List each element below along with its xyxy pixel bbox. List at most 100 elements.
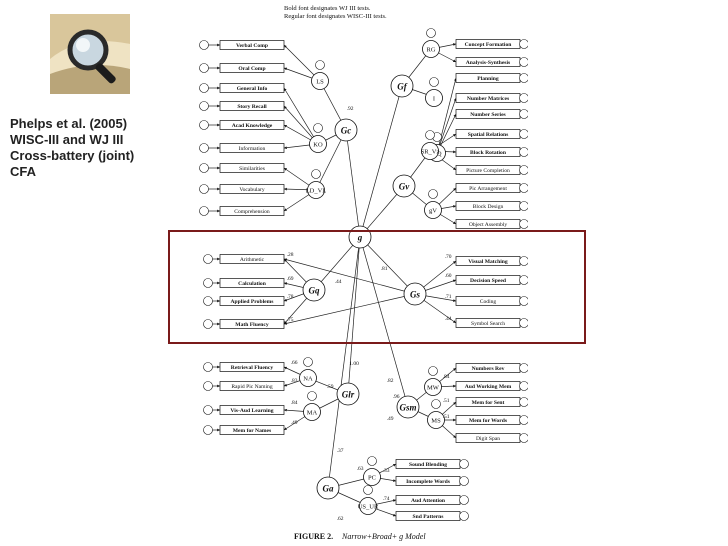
factor-node [311, 72, 329, 90]
factor-node [427, 411, 445, 429]
test-box [219, 296, 285, 306]
diagram-label: KO [313, 142, 323, 149]
diagram-label: Rapid Pic Naming [231, 384, 273, 390]
diagram-label: Visual Matching [468, 259, 508, 265]
diagram-label: .75 [287, 317, 294, 323]
factor-node [307, 181, 325, 199]
diagram-label: Gv [399, 182, 410, 192]
error-node [519, 219, 528, 229]
test-box [219, 120, 285, 130]
factor-node [424, 201, 442, 219]
diagram-label: Sound Blending [409, 462, 447, 468]
test-box [219, 362, 285, 372]
test-box [219, 163, 285, 173]
error-node [519, 256, 528, 266]
diagram-label: I [433, 96, 435, 103]
error-node [519, 433, 528, 443]
error-node [431, 399, 441, 409]
error-node [428, 366, 438, 376]
diagram-label: .63 [357, 466, 364, 472]
test-box [219, 184, 285, 194]
path-line [359, 236, 416, 295]
diagram-label: Glr [342, 390, 355, 400]
diagram-label: LS [316, 79, 324, 86]
diagram-label: LD_VL [306, 188, 327, 195]
error-node [313, 123, 323, 133]
legend-bold: Bold font designates WJ III tests. [284, 5, 371, 12]
factor-node [336, 382, 360, 406]
error-node [199, 101, 209, 111]
error-node [199, 206, 209, 216]
path-line [283, 258, 416, 295]
diagram-label: MA [307, 410, 318, 417]
diagram-label: Symbol Search [471, 321, 505, 327]
diagram-label: Retrieval Fluency [231, 365, 274, 371]
diagram-label: Vis-Aud Learning [230, 408, 273, 414]
diagram-label: Aud Working Mem [465, 384, 512, 390]
diagram-label: Mem for Names [233, 428, 272, 434]
diagram-label: Verbal Comp [236, 43, 268, 49]
error-node [519, 363, 528, 373]
diagram-label: Similarities [239, 166, 265, 172]
error-node [459, 476, 469, 486]
diagram-label: .51 [443, 398, 450, 404]
test-box [219, 83, 285, 93]
error-node [203, 296, 213, 306]
diagram-label: Applied Problems [231, 299, 275, 305]
diagram-label: .71 [445, 294, 452, 300]
diagram-label: .84 [291, 400, 298, 406]
diagram-label: .70 [445, 254, 452, 260]
factor-node [309, 135, 327, 153]
error-node [459, 459, 469, 469]
diagram-label: Object Assembly [469, 222, 508, 228]
diagram-label: Snd Patterns [413, 514, 445, 520]
diagram-label: .66 [291, 360, 298, 366]
error-node [203, 362, 213, 372]
error-node [199, 63, 209, 73]
diagram-label: RG [426, 47, 435, 54]
path-line [359, 85, 403, 238]
diagram-label: .69 [287, 276, 294, 282]
error-node [307, 391, 317, 401]
path-line [313, 236, 361, 291]
error-node [519, 183, 528, 193]
diagram-label: Gs [410, 290, 420, 300]
diagram-label: US_UR [358, 504, 379, 511]
error-node [519, 129, 528, 139]
magnifier-icon [50, 14, 130, 94]
diagram-label: g [357, 233, 363, 243]
diagram-label: Oral Comp [238, 66, 265, 72]
error-node [203, 425, 213, 435]
test-box [219, 101, 285, 111]
diagram-label: MW [427, 385, 440, 392]
diagram-label: .51 [443, 414, 450, 420]
diagram-label: .62 [337, 516, 344, 522]
diagram-label: Aud Attention [411, 498, 446, 504]
diagram-label: General Info [237, 86, 268, 92]
error-node [311, 169, 321, 179]
test-box [219, 40, 285, 50]
diagram-label: Mem for Words [469, 418, 508, 424]
diagram-label: Block Design [473, 204, 504, 210]
diagram-label: Numbers Rev [472, 366, 505, 372]
diagram-label: .74 [383, 496, 390, 502]
factor-node [392, 174, 416, 198]
title-line: Cross-battery (joint) [10, 148, 135, 163]
diagram-label: PC [368, 475, 376, 482]
diagram-label: Analysis-Synthesis [466, 60, 511, 66]
test-box [219, 319, 285, 329]
error-node [203, 319, 213, 329]
factor-node [363, 468, 381, 486]
diagram-label: Digit Span [476, 436, 500, 442]
test-box [219, 206, 285, 216]
slide-title: Phelps et al. (2005) WISC-III and WJ III… [10, 116, 170, 180]
diagram-label: Story Recall [237, 104, 267, 110]
highlight-box [168, 230, 586, 344]
test-box [219, 254, 285, 264]
diagram-label: .44 [335, 279, 342, 285]
diagram-label: .96 [393, 394, 400, 400]
diagram-label: .44 [445, 316, 452, 322]
path-line [283, 87, 319, 145]
error-node [519, 397, 528, 407]
diagram-label: Mem for Sent [472, 400, 505, 406]
